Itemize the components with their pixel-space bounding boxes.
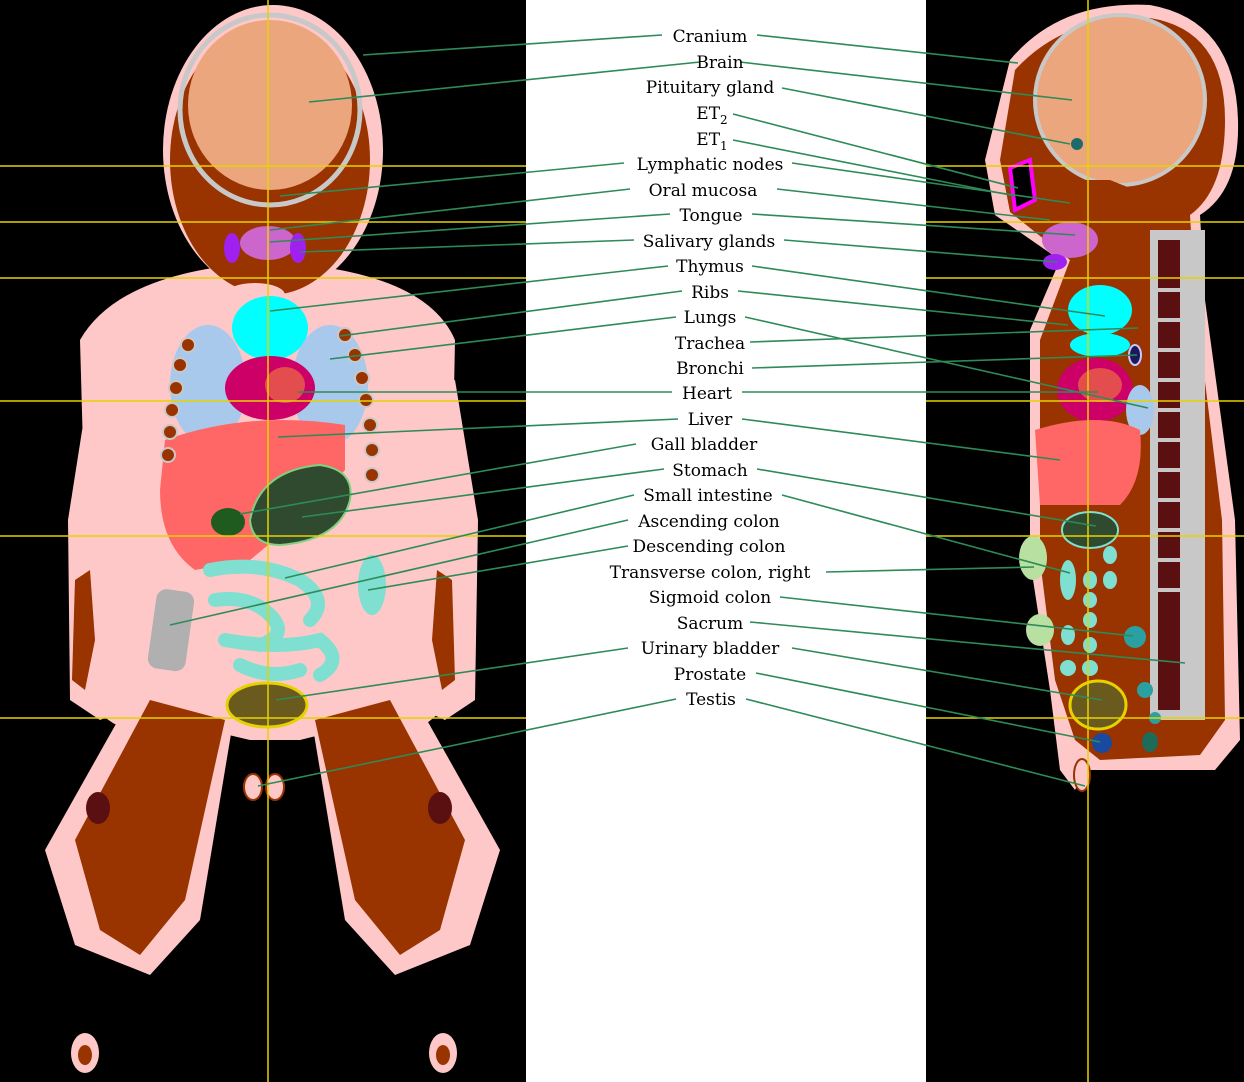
label-trachea: Trachea: [675, 334, 745, 354]
label-sacrum: Sacrum: [677, 614, 744, 634]
coronal-salivary-left: [224, 233, 240, 263]
label-et1: ET1: [696, 130, 727, 153]
sagittal-prostate: [1092, 733, 1112, 753]
label-liver: Liver: [688, 410, 733, 430]
label-sigmoid-colon: Sigmoid colon: [649, 588, 771, 608]
sagittal-brain: [1035, 15, 1205, 185]
sagittal-transverse-colon: [1019, 536, 1047, 580]
label-transverse-colon: Transverse colon, right: [610, 563, 811, 583]
sagittal-stomach: [1062, 512, 1118, 548]
sagittal-sigmoid-colon: [1124, 626, 1146, 648]
label-descending-colon: Descending colon: [633, 537, 786, 557]
label-gall-bladder: Gall bladder: [651, 435, 758, 455]
coronal-gall-bladder: [211, 508, 245, 536]
sagittal-thymus: [1068, 285, 1132, 335]
label-urinary-bladder: Urinary bladder: [641, 639, 780, 659]
coronal-testis-left: [244, 774, 262, 800]
coronal-brain: [188, 20, 352, 190]
coronal-thymus: [232, 296, 308, 360]
label-lymphatic: Lymphatic nodes: [637, 155, 784, 175]
label-lungs: Lungs: [684, 308, 737, 328]
sagittal-urinary-bladder: [1070, 681, 1126, 729]
coronal-urinary-bladder: [227, 683, 307, 727]
coronal-descending-colon: [358, 555, 386, 615]
label-testis: Testis: [686, 690, 736, 710]
sagittal-pituitary: [1071, 138, 1083, 150]
organ-labels: Cranium Brain Pituitary gland ET2 ET1 Ly…: [610, 27, 811, 710]
coronal-view-panel: [0, 0, 526, 1082]
coronal-salivary-right: [290, 233, 306, 263]
label-prostate: Prostate: [674, 665, 746, 685]
label-ribs: Ribs: [691, 283, 729, 303]
label-et2: ET2: [696, 104, 727, 127]
label-thymus: Thymus: [676, 257, 744, 277]
label-cranium: Cranium: [673, 27, 748, 47]
label-salivary: Salivary glands: [643, 232, 776, 252]
label-tongue: Tongue: [679, 206, 742, 226]
sagittal-et-region: [1010, 160, 1035, 210]
label-oral-mucosa: Oral mucosa: [649, 181, 758, 201]
label-small-intestine: Small intestine: [643, 486, 772, 506]
label-pituitary: Pituitary gland: [646, 78, 775, 98]
label-bronchi: Bronchi: [676, 359, 744, 379]
label-stomach: Stomach: [672, 461, 747, 481]
label-ascending-colon: Ascending colon: [637, 512, 780, 532]
sagittal-tongue: [1042, 222, 1098, 258]
label-brain: Brain: [696, 53, 743, 73]
sagittal-view-panel: [926, 0, 1244, 1082]
label-heart: Heart: [682, 384, 732, 404]
